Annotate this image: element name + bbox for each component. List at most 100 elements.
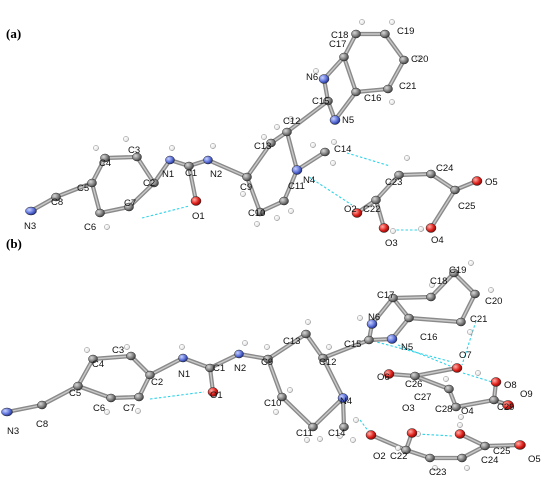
atom-c28-b [451, 402, 461, 412]
bond-highlight [267, 333, 307, 360]
atom-c9-b [263, 354, 273, 364]
atom-label-n5: N5 [342, 115, 354, 126]
hydrogen-atom [443, 376, 449, 382]
atom-label-c11: C11 [288, 181, 305, 192]
hydrogen-atom [389, 19, 395, 25]
hydrogen-atom [273, 409, 279, 415]
atom-label-c23: C23 [385, 177, 402, 188]
atom-label-c4: C4 [92, 359, 104, 370]
atom-label-c19: C19 [397, 26, 414, 37]
atom-c6-b [106, 393, 116, 403]
bond-highlight [246, 142, 272, 178]
atom-label-c25: C25 [493, 446, 510, 457]
atom-n5-a [329, 115, 341, 125]
atom-label-n4: N4 [303, 175, 315, 186]
atom-label-c17: C17 [329, 39, 346, 50]
atom-c27-b [444, 384, 454, 394]
bond-highlight [322, 339, 370, 359]
atom-o2-a [351, 208, 363, 218]
hydrogen-atom [264, 344, 270, 350]
hydrogen-atom [330, 160, 336, 166]
atom-label-c14: C14 [328, 428, 345, 439]
atom-c13-a [266, 138, 276, 148]
atom-c24-a [426, 169, 436, 179]
atom-label-c22: C22 [363, 204, 380, 215]
hydrogen-atom [404, 155, 410, 161]
hydrogen-atom [240, 191, 246, 197]
bond-highlight [6, 404, 43, 413]
bond-highlight [153, 159, 171, 184]
hydrogen-atom [432, 465, 438, 471]
atom-o1-b [207, 387, 219, 397]
atom-c10-a [255, 207, 265, 217]
hydrogen-atom [331, 139, 337, 145]
hydrogen-bond-b [372, 340, 453, 363]
atom-c24-b [457, 453, 467, 463]
atom-c6-a [95, 208, 105, 218]
atom-label-c27: C27 [414, 392, 431, 403]
hydrogen-atom [104, 224, 110, 230]
bond-highlight [414, 367, 458, 377]
hydrogen-bond-b [149, 391, 205, 400]
atom-n2-a [203, 155, 213, 165]
bond-highlight [343, 56, 357, 93]
atom-n3-a [25, 206, 37, 216]
bond-highlight [296, 151, 326, 171]
atom-o4-a [425, 223, 437, 233]
atom-o3-b [406, 428, 418, 438]
atom-n1-b [178, 353, 188, 363]
atom-n6-b [366, 319, 378, 329]
atom-label-c22: C22 [390, 451, 407, 462]
atom-label-o2: O2 [373, 451, 386, 462]
atom-o5-b [514, 440, 526, 450]
hydrogen-atom [488, 287, 494, 293]
atom-label-c20: C20 [411, 54, 428, 65]
atom-label-o9: O9 [520, 389, 533, 400]
hydrogen-atom [357, 315, 363, 321]
atom-o3-a [378, 223, 390, 233]
hydrogen-atom [242, 340, 248, 346]
atom-label-c15: C15 [312, 96, 329, 107]
atom-label-c2: C2 [151, 377, 163, 388]
atom-label-c11: C11 [296, 428, 313, 439]
atom-c1-b [205, 363, 215, 373]
bond-highlight [207, 159, 248, 178]
hydrogen-atom [395, 445, 401, 451]
bond-highlight [128, 182, 155, 208]
atom-c13-b [301, 329, 311, 339]
atom-label-n6: N6 [368, 312, 380, 323]
bond-highlight [387, 59, 405, 90]
atom-c25-b [480, 441, 490, 451]
atom-c29-b [489, 395, 499, 405]
atom-label-c18: C18 [331, 30, 348, 41]
atom-label-o7: O7 [459, 350, 472, 361]
atom-label-c4: C4 [99, 158, 111, 169]
atom-c4-a [100, 153, 110, 163]
atom-label-c5: C5 [77, 183, 89, 194]
atom-label-c23: C23 [429, 467, 446, 478]
bond-highlight [77, 358, 94, 387]
atom-o5-a [471, 176, 483, 186]
atom-label-c2: C2 [143, 178, 155, 189]
atom-c2-b [145, 370, 155, 380]
atom-c15-b [364, 335, 374, 345]
atom-c26-b [410, 371, 420, 381]
bond-highlight [77, 385, 112, 399]
atom-c14-b [339, 422, 349, 432]
atom-c20-b [470, 289, 480, 299]
atom-label-c10: C10 [264, 398, 281, 409]
bond-highlight [430, 272, 455, 298]
bond-highlight [246, 176, 261, 213]
atom-c19-b [449, 268, 459, 278]
atom-label-c19: C19 [449, 265, 466, 276]
hydrogen-atom [350, 437, 356, 443]
hydrogen-atom [274, 124, 280, 130]
bond-highlight [99, 206, 130, 214]
hydrogen-atom [288, 208, 294, 214]
hydrogen-bond-b [461, 320, 477, 366]
atom-label-o1: O1 [192, 211, 205, 222]
bond-highlight [430, 189, 456, 229]
atom-c5-a [87, 178, 97, 188]
atom-label-c6: C6 [93, 403, 105, 414]
